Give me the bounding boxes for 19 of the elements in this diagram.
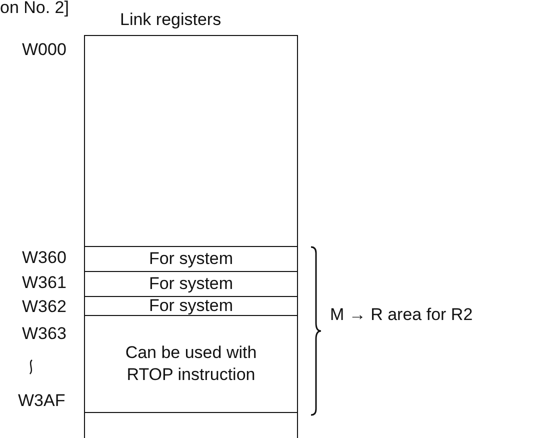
cell-text: For system — [148, 248, 234, 270]
address-label: W3AF — [18, 391, 66, 411]
column-heading: Link registers — [120, 10, 222, 30]
register-area — [84, 35, 298, 247]
register-cell — [84, 247, 298, 272]
address-label: W363 — [22, 324, 66, 344]
address-label: W000 — [22, 40, 66, 60]
address-label: W362 — [22, 297, 66, 317]
cell-text: For system — [148, 295, 234, 317]
cell-text: Can be used with RTOP instruction — [124, 342, 258, 386]
register-cell — [84, 297, 298, 316]
address-label: W361 — [22, 273, 66, 293]
register-cell — [84, 316, 298, 413]
heading-fragment: on No. 2] — [0, 0, 69, 18]
area-label: M → R area for R2 — [330, 305, 473, 325]
cell-text: For system — [148, 273, 234, 295]
address-label: W360 — [22, 248, 66, 268]
register-area — [84, 413, 298, 438]
register-cell — [84, 272, 298, 297]
